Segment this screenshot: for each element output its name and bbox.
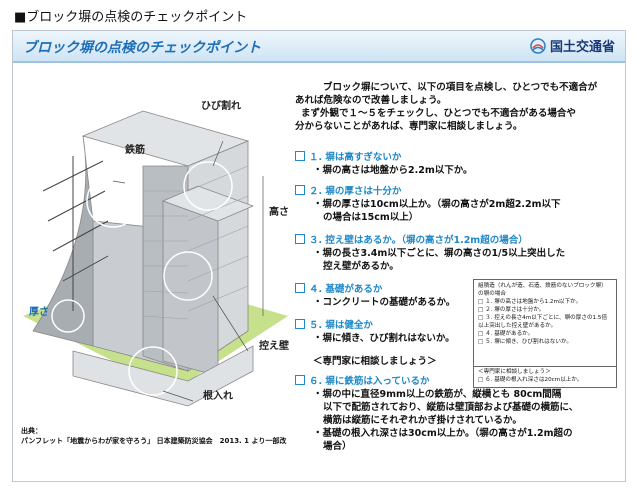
check-item-detail: の場合は15cm以上）: [323, 212, 419, 223]
label-thickness: 厚さ: [29, 307, 49, 318]
block-wall-diagram: [23, 110, 288, 407]
intro-line: まず外観で１～５をチェックし、ひとつでも不適合がある場合や: [301, 108, 576, 119]
checklist-consult: ＜専門家に相談しましょう＞: [478, 369, 551, 375]
intro-line: ブロック塀について、以下の項目を点検し、ひとつでも不適合が: [323, 82, 598, 93]
check-item-1: １. 塀は高すぎないか ・塀の高さは地盤から2.2m以下か。: [295, 151, 615, 177]
checkbox-icon: [295, 375, 305, 385]
label-embed: 根入れ: [203, 391, 233, 402]
checkbox-icon: [295, 283, 305, 293]
slide: ブロック塀の点検のチェックポイント 国土交通省: [12, 30, 626, 482]
checkbox-icon: [295, 151, 305, 161]
label-height: 高さ: [269, 207, 289, 218]
check-item-2: ２. 塀の厚さは十分か ・塀の厚さは10cm以上か。（塀の高さが2m超2.2m以…: [295, 185, 615, 224]
check-item-detail: ・塀の厚さは10cm以上か。（塀の高さが2m超2.2m以下: [313, 199, 561, 210]
leader-lines: [112, 140, 264, 402]
check-item-title: １. 塀は高すぎないか: [309, 152, 402, 163]
buttress-face: [162, 200, 219, 377]
thickness-callout: [51, 299, 85, 333]
check-item-detail: ・塀に傾き、ひび割れはないか。: [313, 333, 455, 344]
check-item-detail: 以下で配筋されており、縦筋は壁頂部および基礎の横筋に、: [323, 402, 579, 413]
check-item-3: ３. 控え壁はあるか。（塀の高さが1.2m超の場合） ・塀の長さ3.4m以下ごと…: [295, 234, 615, 273]
source-label: 出典：: [21, 427, 42, 435]
rebar-lines: [42, 156, 109, 311]
check-item-detail: ・塀の中に直径9mm以上の鉄筋が、縦横とも 80cm間隔: [313, 389, 562, 400]
foundation: [72, 345, 254, 407]
label-buttress: 控え壁: [259, 341, 289, 352]
check-item-detail: 控え壁があるか。: [323, 261, 399, 272]
source-citation: 出典： パンフレット「地震からわが家を守ろう」 日本建築防災協会 2013. 1…: [21, 426, 286, 446]
ministry-name: 国土交通省: [549, 40, 615, 55]
consult-note: ＜専門家に相談しましょう＞: [313, 356, 437, 367]
check-item-5: ５. 塀は健全か ・塀に傾き、ひび割れはないか。: [295, 319, 470, 345]
checklist-line: □ ５. 塀に傾き、ひび割れはないか。: [478, 339, 573, 345]
checklist-heading: 組積造（れんが造、石造、鉄筋のないブロック塀）の塀の場合: [478, 283, 607, 297]
checklist-line: □ ３. 控えの長さ4m以下ごとに、塀の厚さの1.5倍以上突出した控え壁があるか…: [478, 315, 608, 329]
checklist-line: □ ４. 基礎があるか。: [478, 331, 534, 337]
block-joints: [142, 165, 249, 320]
check-item-title: ４. 基礎があるか: [309, 284, 383, 295]
page-heading: ■ブロック塀の点検のチェックポイント: [14, 10, 248, 25]
check-item-6: ６. 塀に鉄筋は入っているか ・塀の中に直径9mm以上の鉄筋が、縦横とも 80c…: [295, 375, 615, 453]
intro-line: あれば危険なので改善しましょう。: [295, 95, 447, 106]
check-item-detail: 横筋は縦筋にそれぞれかぎ掛けされているか。: [323, 415, 522, 426]
check-item-detail: ・基礎の根入れ深さは30cm以上か。（塀の高さが1.2m超の: [313, 428, 573, 439]
wall-cut-section: [32, 135, 94, 347]
checkbox-icon: [295, 234, 305, 244]
ministry-logo: 国土交通省: [530, 36, 615, 55]
check-item-detail: ・コンクリートの基礎があるか。: [313, 297, 456, 308]
check-item-title: ３. 控え壁はあるか。（塀の高さが1.2m超の場合）: [309, 235, 528, 246]
label-rebar: 鉄筋: [125, 145, 145, 156]
ministry-emblem-icon: [530, 37, 546, 54]
rebar-callout: [86, 174, 140, 228]
check-item-title: ５. 塀は健全か: [309, 320, 373, 331]
check-item-detail: ・塀の高さは地盤から2.2m以下か。: [313, 165, 473, 176]
label-crack: ひび割れ: [201, 101, 241, 112]
masonry-checklist-extra: ＜専門家に相談しましょう＞ □ ６. 基礎の根入れ深さは20cm以上か。: [473, 366, 617, 388]
checkbox-icon: [295, 319, 305, 329]
source-text: パンフレット「地震からわが家を守ろう」 日本建築防災協会 2013. 1 より一…: [21, 437, 287, 445]
checklist-line: □ ６. 基礎の根入れ深さは20cm以上か。: [478, 377, 583, 383]
checklist-line: □ １. 塀の高さは地盤から1.2m以下か。: [478, 299, 582, 305]
crack-callout: [183, 161, 233, 211]
check-item-detail: 場合）: [323, 441, 352, 452]
checkbox-icon: [295, 185, 305, 195]
check-item-4: ４. 基礎があるか ・コンクリートの基礎があるか。: [295, 283, 470, 309]
check-item-detail: ・塀の長さ3.4m以下ごとに、塀の高さの1/5以上突出した: [313, 248, 566, 259]
embed-callout: [128, 346, 178, 396]
buttress-callout: [163, 251, 213, 301]
check-item-title: ２. 塀の厚さは十分か: [309, 186, 402, 197]
intro-text: ブロック塀について、以下の項目を点検し、ひとつでも不適合が あれば危険なので改善…: [295, 81, 617, 133]
check-item-title: ６. 塀に鉄筋は入っているか: [309, 376, 430, 387]
checklist-line: □ ２. 塀の厚さは十分か。: [478, 307, 545, 313]
slide-title: ブロック塀の点検のチェックポイント: [23, 40, 261, 56]
intro-line: 分からないことがあれば、専門家に相談しましょう。: [295, 121, 523, 132]
title-band: [13, 31, 625, 63]
masonry-checklist-box: 組積造（れんが造、石造、鉄筋のないブロック塀）の塀の場合 □ １. 塀の高さは地…: [473, 279, 617, 382]
